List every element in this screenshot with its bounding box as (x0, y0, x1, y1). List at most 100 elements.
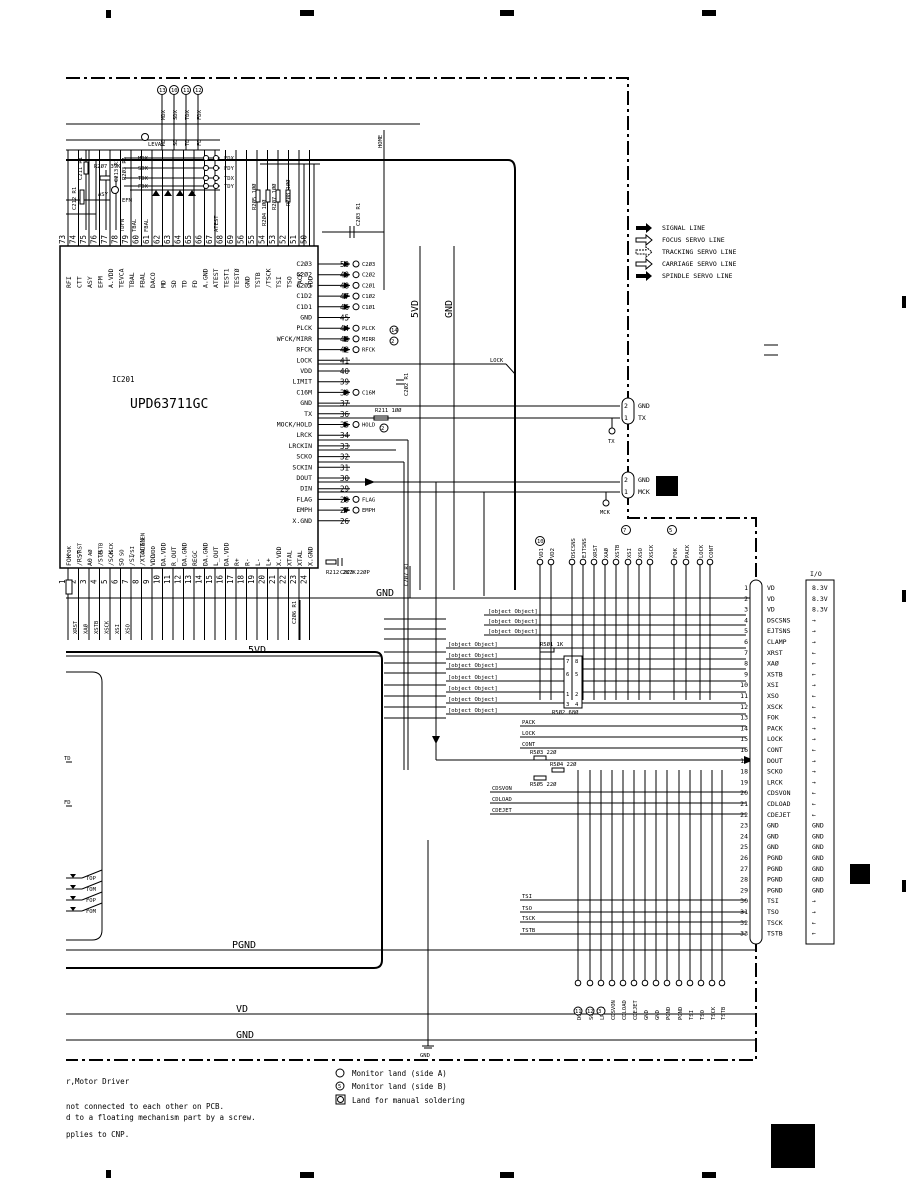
cn-pin-label: CLAMP (767, 638, 787, 646)
cn-monitor-land (536, 558, 544, 566)
bus-label: [object Object] (448, 708, 498, 714)
motor-output-diagonal (81, 902, 103, 912)
connector-mck: 2 1 GND MCK MCK (600, 471, 650, 516)
right-pin-label: SCKIN (292, 463, 312, 471)
cn-monitor-label: VD1 (539, 548, 545, 558)
cn-monitor-land (590, 558, 598, 566)
left-conn-pin-label: AØ (87, 549, 94, 556)
bottom-pin-label: DA.GND (202, 542, 210, 566)
bottom-monitor-land (630, 979, 638, 987)
bottom-pin-label: DA.VDD (223, 542, 231, 566)
bottom-pin-number: 18 (237, 574, 246, 584)
r212-label: R212 2K7K (326, 570, 356, 576)
left-conn-net-label: XSI (115, 624, 121, 634)
ic-right-traces (318, 405, 756, 770)
cn-pin-label: XAØ (767, 660, 779, 668)
cn-pin-label: XSCK (767, 703, 783, 711)
top-pin-label: FBAL (139, 272, 147, 288)
cn-pin-io: → (812, 724, 816, 732)
left-conn-pin-label: SO (120, 549, 126, 556)
cn-pin-number: 11 (740, 692, 748, 700)
mck-conn-pin-1: 1 (624, 488, 628, 496)
bottom-monitor-label: TSO (700, 1010, 706, 1020)
cn-pin-io: ← (812, 670, 816, 678)
monitor-number: 2 (381, 426, 384, 432)
r204-label: R2Ø4 1ØØ (261, 199, 268, 226)
cn-pin-number: 1 (744, 584, 748, 592)
rail-gnd-bottom: GND (236, 1030, 254, 1041)
right-pin-net: C2Ø2 (362, 272, 375, 279)
legend-monitor-side-a: Monitor land (side A) (352, 1069, 447, 1078)
cn-pin-number: 7 (744, 649, 748, 657)
bottom-pin-number: 5 (100, 579, 109, 584)
top-line-label: FD (197, 139, 203, 146)
cn-pin-label: PGND (767, 876, 783, 884)
bottom-monitor-row: DOUTSCKOLRCKCDSVONCDLOADCDEJETGNDGNDPGND… (573, 770, 727, 1020)
top-monitor-number: 11 (183, 88, 190, 94)
left-conn-pin-label: FOK (67, 545, 73, 556)
tx-conn-tx: TX (638, 414, 646, 422)
cn-pin-io: GND (812, 843, 824, 851)
left-conn-pin-label: VDD (151, 546, 157, 556)
monitor-number: 14 (391, 328, 398, 334)
right-pin-monitor (352, 324, 360, 332)
cn-pin-label: CDLOAD (767, 800, 791, 808)
cn-monitor-label: XSI (627, 548, 633, 558)
cn-pin-number: 30 (740, 897, 748, 905)
left-conn-net-label: XSO (126, 624, 132, 634)
bottom-monitor-label: GND (655, 1010, 661, 1020)
bus-label: [object Object] (448, 697, 498, 703)
bottom-monitor-label: PGND (678, 1007, 684, 1020)
cn-pin-label: CONT (767, 746, 783, 754)
right-pin-net: EMPH (362, 508, 375, 514)
bottom-pin-label: X.GND (307, 546, 315, 566)
note-not-connected: not connected to each other on PCB. (66, 1102, 224, 1111)
ic201-body (59, 245, 319, 569)
right-pin-arrow (344, 335, 350, 342)
cn-pin-number: 17 (740, 757, 748, 765)
monitor-left-label: MDX (138, 156, 149, 162)
cn-pin-label: GND (767, 832, 779, 840)
mck-conn-gnd: GND (638, 476, 650, 484)
motor-output-arrow (70, 885, 76, 889)
bottom-pin-label: REGC (191, 550, 199, 566)
bus-label: [object Object] (448, 653, 498, 659)
top-monitor-number-circle (193, 85, 203, 95)
right-pin-label: C1D1 (296, 303, 312, 311)
top-pin-number: 53 (268, 235, 277, 244)
cn-monitor-label: CONT (709, 544, 715, 558)
cn-pin-io: → (812, 897, 816, 905)
line-legend: SIGNAL LINE FOCUS SERVO LINE TRACKING SE… (635, 223, 778, 356)
left-conn-pin-label: /STB (99, 542, 105, 556)
cn-pin-number: 4 (744, 616, 748, 624)
top-pin-label: VDD (307, 276, 315, 288)
top-pin-label: RFI (65, 276, 73, 288)
cn-pin-io: → (812, 627, 816, 635)
cn-pin-number: 2 (744, 595, 748, 603)
top-pin-label: TSO (286, 276, 294, 288)
cn-pin-io: GND (812, 886, 824, 894)
right-pin-label: X.GND (292, 517, 312, 525)
cn-pin-label: PACK (767, 724, 783, 732)
cn-monitor-label: VD2 (550, 548, 556, 558)
right-pin-label: C1D2 (296, 292, 312, 300)
cn-pin-io: ← (812, 746, 816, 754)
c202-cap-label: C2Ø2 R1 (403, 373, 410, 396)
bottom-pin-number: 17 (226, 575, 235, 584)
mid-bus-label: CDLOAD (492, 797, 512, 803)
cap-c211-label: C211 R1 (78, 157, 84, 180)
bus-label: [object Object] (488, 609, 538, 615)
bottom-pin-number: 23 (289, 575, 298, 584)
right-pin-net: C1Ø1 (362, 304, 375, 311)
bottom-monitor-land (708, 979, 716, 987)
cn-pin-label: TSO (767, 908, 779, 916)
cn-monitor-number-circle (621, 525, 631, 535)
rail-5vd-horizontal: 5VD (248, 645, 266, 656)
right-pin-monitor (352, 495, 360, 503)
bottom-pin-number: 1 (58, 579, 67, 584)
motor-output-label: FOP (86, 898, 97, 904)
cn-monitor-label: XSO (638, 548, 644, 558)
cn-pin-label: DSCSNS (767, 616, 791, 624)
legend-focus-servo-line: FOCUS SERVO LINE (662, 236, 725, 244)
